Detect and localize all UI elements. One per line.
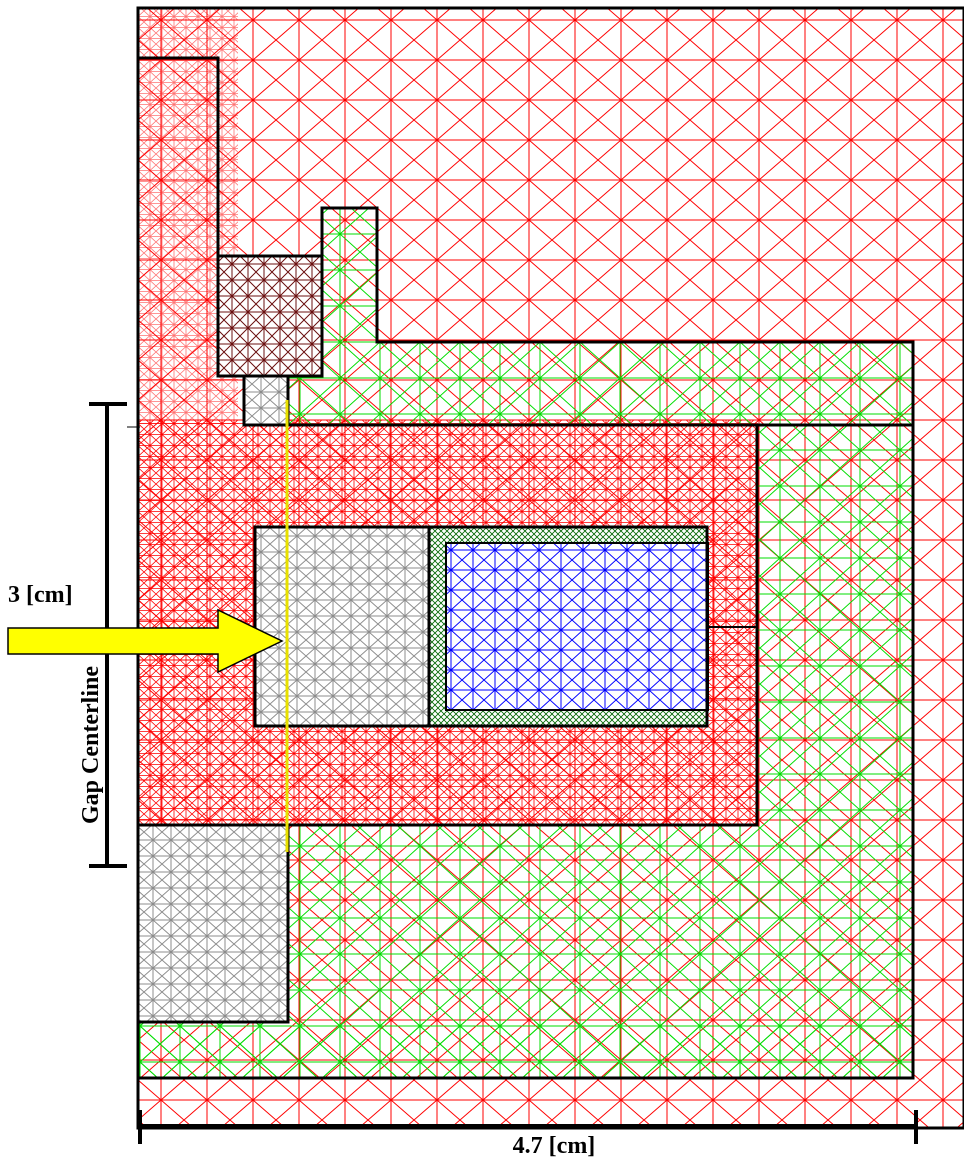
- horizontal-dimension-label: 4.7 [cm]: [513, 1133, 596, 1159]
- yoke-mesh-region: [138, 208, 913, 1078]
- gray-pole-bottom-mesh: [138, 825, 288, 1022]
- coil-mesh: [446, 543, 708, 710]
- gray-pole-small-mesh: [244, 376, 288, 425]
- gap-centerline-label: Gap Centerline: [78, 666, 104, 824]
- vertical-dimension-label: 3 [cm]: [8, 582, 73, 608]
- horizontal-dimension-bracket: [138, 1110, 918, 1144]
- gray-center-block-mesh: [255, 527, 429, 726]
- dark-red-insert-mesh: [218, 256, 322, 376]
- gap-centerline-arrow: [7, 608, 284, 674]
- yoke-mesh-bottom: [138, 1022, 913, 1078]
